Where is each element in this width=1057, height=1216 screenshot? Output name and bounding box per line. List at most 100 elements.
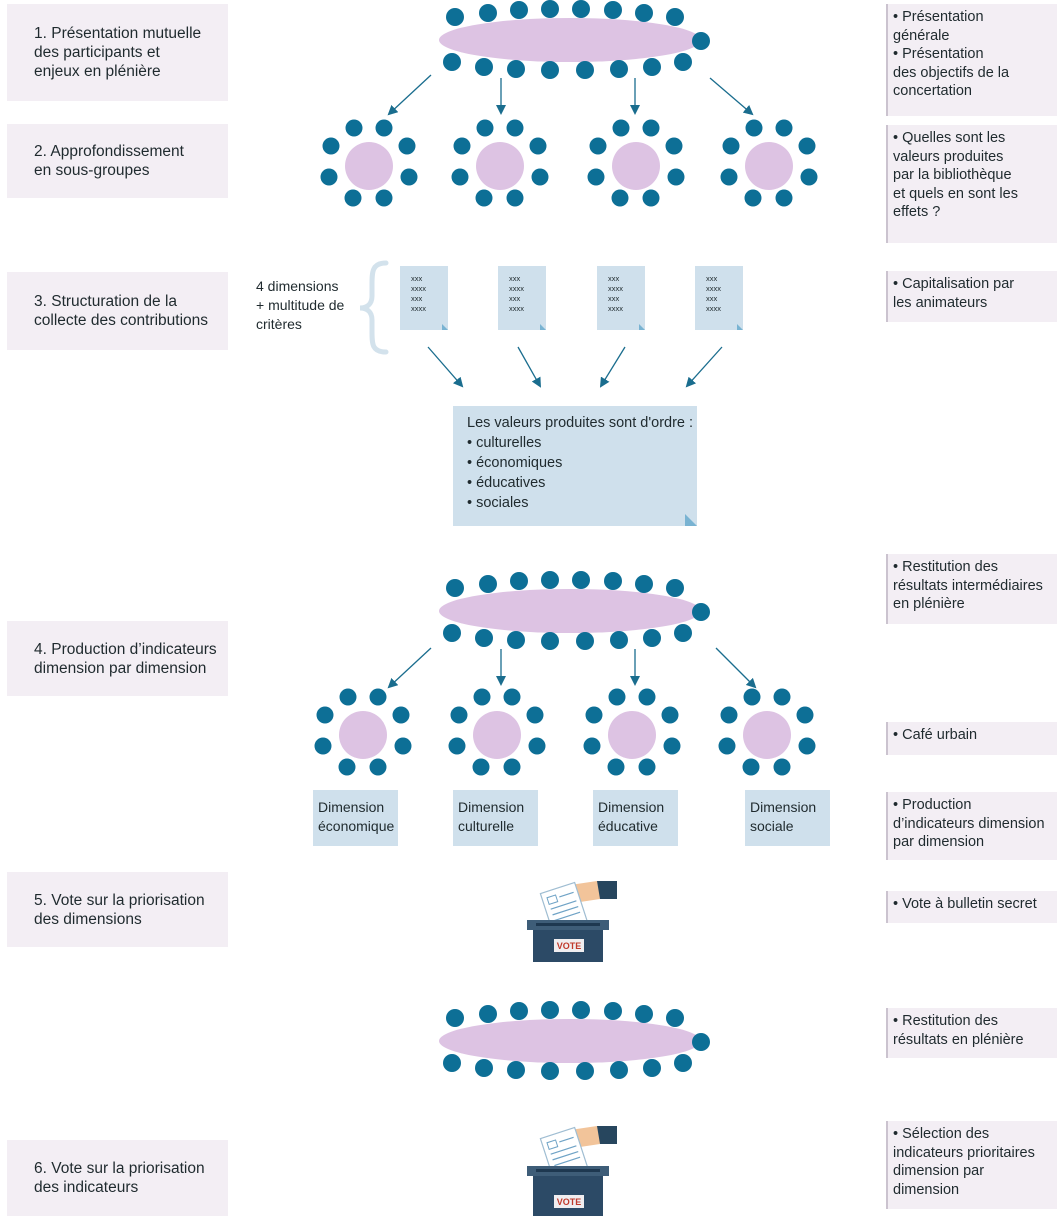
subgroup-table	[745, 142, 793, 190]
seat-icon	[604, 572, 622, 590]
note-8-line-1: • Restitution des	[893, 1013, 999, 1029]
seat-icon	[587, 168, 605, 186]
seat-icon	[472, 758, 490, 776]
step-2-line-1: 2. Approfondissement	[34, 143, 184, 160]
seat-icon	[448, 737, 466, 755]
seat-icon	[392, 706, 410, 724]
seat-icon	[608, 688, 626, 706]
seat-icon	[375, 119, 393, 137]
dimensions-note-line-1: 4 dimensions	[256, 278, 339, 294]
seat-icon	[638, 758, 656, 776]
note-2-line-3: par la bibliothèque	[893, 167, 1012, 183]
seat-icon	[666, 8, 684, 26]
seat-icon	[589, 137, 607, 155]
seat-icon	[541, 0, 559, 18]
seat-icon	[775, 189, 793, 207]
page-fold-icon	[540, 324, 546, 330]
plenary-table-group	[439, 0, 710, 79]
dimension-box-2-line-1: Dimension	[458, 799, 525, 815]
seat-icon	[775, 119, 793, 137]
dimension-box-4-line-1: Dimension	[750, 799, 817, 815]
seat-icon	[745, 119, 763, 137]
subgroup-table-group	[718, 688, 816, 776]
seat-icon	[529, 137, 547, 155]
seat-icon	[476, 119, 494, 137]
seat-icon	[339, 688, 357, 706]
note-3-line-1: • Capitalisation par	[893, 276, 1015, 292]
dimension-box-4-line-2: sociale	[750, 818, 794, 834]
seat-icon	[503, 758, 521, 776]
flow-arrows	[387, 74, 757, 689]
seat-icon	[510, 1, 528, 19]
step-4-line-2: dimension par dimension	[34, 659, 207, 677]
note-4-line-1: • Restitution des	[893, 559, 999, 575]
seat-icon	[604, 1, 622, 19]
note-9-line-4: dimension	[893, 1181, 960, 1198]
seat-icon	[666, 1009, 684, 1027]
note-6-line-1: • Production	[893, 797, 972, 813]
step-4-box: 4. Production d’indicateurs dimension pa…	[7, 621, 228, 696]
document-4: xxx xxxx xxx xxxx	[695, 266, 743, 330]
seat-icon	[506, 119, 524, 137]
seat-icon	[475, 1059, 493, 1077]
seat-icon	[635, 575, 653, 593]
seat-icon	[506, 189, 524, 207]
subgroup-table	[476, 142, 524, 190]
seat-icon	[576, 1062, 594, 1080]
seat-icon	[612, 119, 630, 137]
note-6: • Production d’indicateurs dimension par…	[886, 792, 1057, 860]
plenary-table-group	[439, 571, 710, 650]
seat-icon	[744, 189, 762, 207]
document-1: xxx xxxx xxx xxxx	[400, 266, 448, 330]
document-2-line-4: xxxx	[509, 304, 524, 313]
seat-icon	[479, 1005, 497, 1023]
seat-icon	[446, 579, 464, 597]
seat-icon	[453, 137, 471, 155]
note-1-line-5: concertation	[893, 83, 972, 99]
subgroup-table-group	[314, 688, 412, 776]
step-6-line-2: des indicateurs	[34, 1179, 139, 1196]
seat-icon	[742, 758, 760, 776]
seat-icon	[400, 168, 418, 186]
seat-icon	[475, 629, 493, 647]
note-9: • Sélection des indicateurs prioritaires…	[886, 1121, 1057, 1209]
note-9-line-1: • Sélection des	[893, 1126, 990, 1142]
note-3-line-2: les animateurs	[893, 294, 988, 311]
seat-icon	[369, 688, 387, 706]
note-4: • Restitution des résultats intermédiair…	[886, 554, 1057, 624]
seat-icon	[642, 119, 660, 137]
dimension-box-culturelle: Dimension culturelle	[453, 790, 538, 846]
note-1-line-2: générale	[893, 27, 950, 44]
step-4-line-1: 4. Production d’indicateurs	[34, 640, 217, 658]
seat-icon	[773, 688, 791, 706]
note-8: • Restitution des résultats en plénière	[886, 1008, 1057, 1058]
seat-icon	[800, 168, 818, 186]
seat-icon	[572, 1001, 590, 1019]
note-7-line-1: • Vote à bulletin secret	[893, 896, 1037, 912]
seat-icon	[610, 1061, 628, 1079]
document-2-line-3: xxx	[509, 294, 521, 303]
dimension-box-1-line-1: Dimension	[318, 799, 385, 815]
note-1-line-4: des objectifs de la	[893, 64, 1010, 81]
dimension-box-1-line-2: économique	[318, 818, 395, 834]
subgroup-table-group	[320, 119, 418, 207]
seat-icon	[585, 706, 603, 724]
seat-icon	[720, 706, 738, 724]
document-1-line-4: xxxx	[411, 304, 426, 313]
subgroup-table	[339, 711, 387, 759]
subgroup-table-group	[720, 119, 818, 207]
seat-icon	[635, 4, 653, 22]
arrow-icon	[387, 647, 432, 689]
seat-icon	[314, 737, 332, 755]
seat-icon	[663, 737, 681, 755]
seat-icon	[398, 137, 416, 155]
note-2-line-5: effets ?	[893, 204, 941, 220]
seat-icon	[722, 137, 740, 155]
subgroup-table	[345, 142, 393, 190]
seat-icon	[607, 758, 625, 776]
seat-icon	[510, 1002, 528, 1020]
note-2-line-4: et quels en sont les	[893, 185, 1018, 202]
seat-icon	[369, 758, 387, 776]
arrow-icon	[715, 647, 757, 689]
step-5-line-2: des dimensions	[34, 910, 142, 928]
